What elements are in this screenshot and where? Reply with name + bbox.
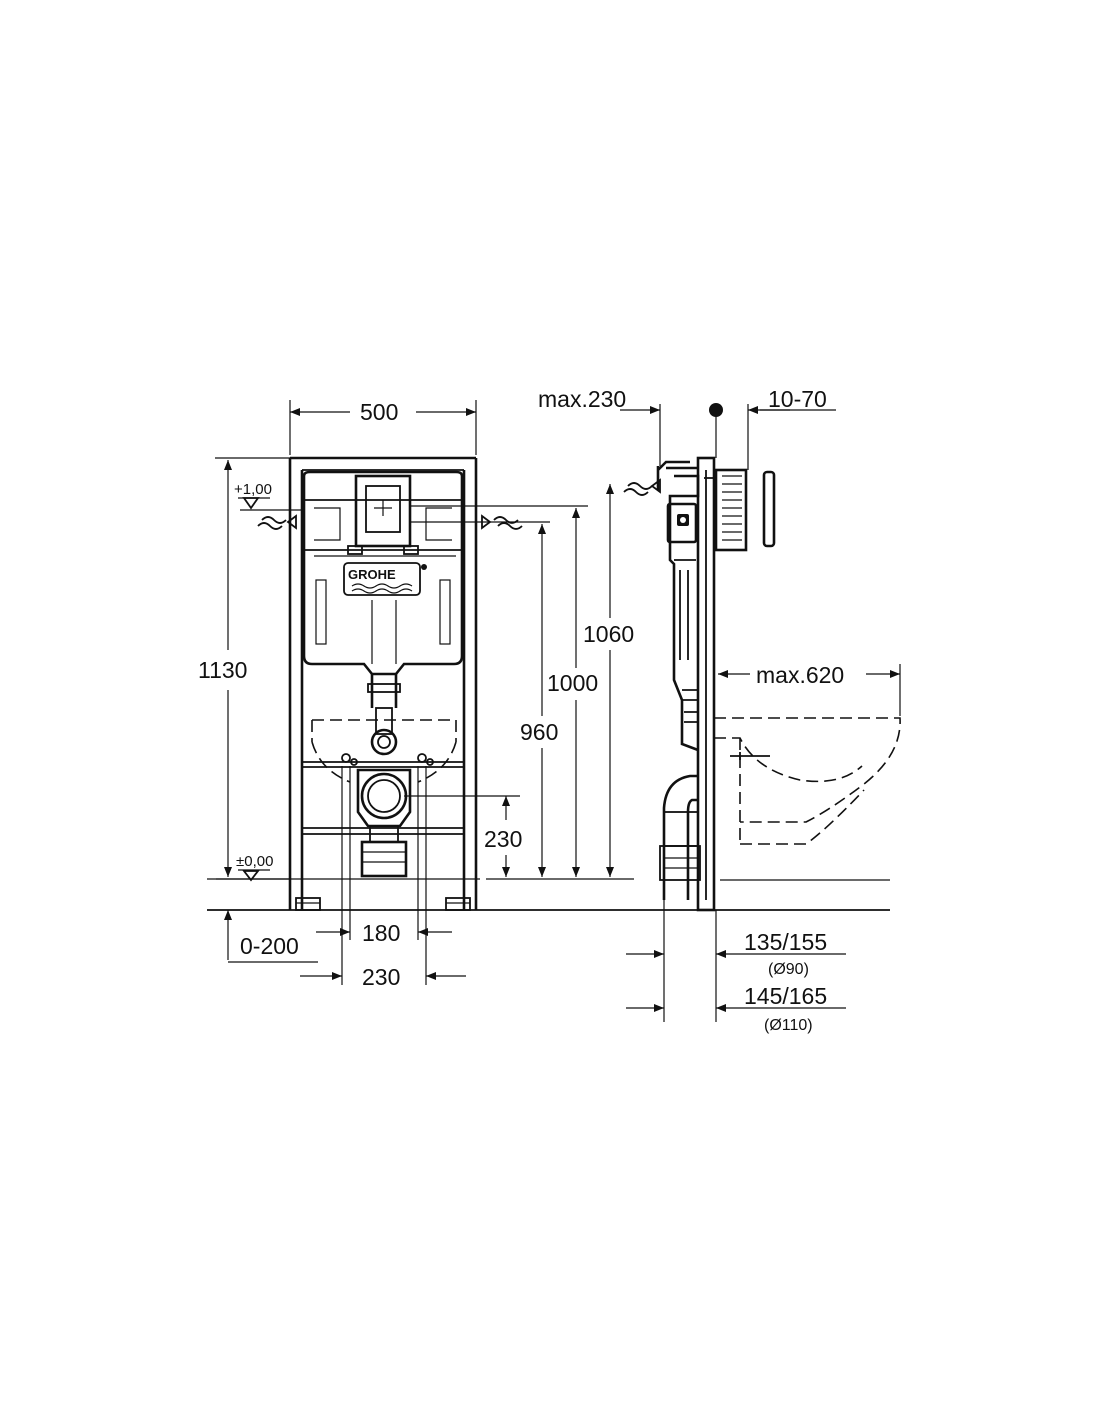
svg-text:±0,00: ±0,00 <box>236 853 273 870</box>
level-marker-top: +1,00 <box>234 481 272 510</box>
svg-text:1000: 1000 <box>547 670 598 696</box>
side-inlet <box>623 460 690 496</box>
front-view: GROHE <box>198 399 634 990</box>
dimension-180: 180 <box>316 920 452 946</box>
svg-text:1060: 1060 <box>583 621 634 647</box>
dimension-135-155: 135/155 (Ø90) <box>626 900 846 1022</box>
svg-text:230: 230 <box>484 826 522 852</box>
grohe-logo: GROHE <box>343 562 427 596</box>
cistern-side <box>666 466 700 752</box>
wall-reference-dot <box>709 403 723 417</box>
dimension-10-70: 10-70 <box>747 386 836 470</box>
svg-text:max.230: max.230 <box>538 386 626 412</box>
svg-text:(Ø90): (Ø90) <box>768 961 809 978</box>
dimension-960: 960 <box>520 524 558 877</box>
svg-text:1130: 1130 <box>198 657 247 683</box>
dimension-max-230: max.230 <box>538 386 661 466</box>
svg-text:GROHE: GROHE <box>348 567 396 582</box>
frame-right-upright <box>462 458 478 910</box>
dimension-145-165: 145/165 (Ø110) <box>626 983 846 1034</box>
water-inlet-left <box>240 509 302 530</box>
svg-text:+1,00: +1,00 <box>234 481 272 498</box>
dimension-230-bottom: 230 <box>300 940 466 990</box>
bowl-outline-front <box>311 719 457 783</box>
svg-text:500: 500 <box>360 399 398 425</box>
svg-text:max.620: max.620 <box>756 662 844 688</box>
dimension-max-620: max.620 <box>718 662 901 716</box>
dimension-230-outlet: 230 <box>484 796 522 877</box>
dimension-500: 500 <box>289 399 477 455</box>
svg-text:145/165: 145/165 <box>744 983 827 1009</box>
svg-text:0-200: 0-200 <box>240 933 299 959</box>
level-marker-floor: ±0,00 <box>216 853 290 882</box>
svg-text:960: 960 <box>520 719 558 745</box>
cistern <box>302 470 464 676</box>
svg-text:(Ø110): (Ø110) <box>764 1017 813 1034</box>
svg-text:10-70: 10-70 <box>768 386 827 412</box>
dimension-1000: 1000 <box>547 508 598 877</box>
svg-text:135/155: 135/155 <box>744 929 827 955</box>
dimension-1060: 1060 <box>583 484 634 877</box>
side-view: max.230 10-70 max.620 135/155 (Ø90) <box>480 386 901 1034</box>
frame-left-upright <box>288 458 304 910</box>
svg-text:180: 180 <box>362 920 400 946</box>
wall-connector <box>704 468 776 552</box>
drain-pipe <box>659 774 701 900</box>
outlet-connector <box>356 768 412 878</box>
side-frame <box>696 456 716 912</box>
svg-text:230: 230 <box>362 964 400 990</box>
dimension-1130: 1130 <box>198 457 290 877</box>
dimension-0-200: 0-200 <box>224 910 318 963</box>
flush-pipe <box>367 674 401 756</box>
bowl-outline-side <box>714 717 901 845</box>
